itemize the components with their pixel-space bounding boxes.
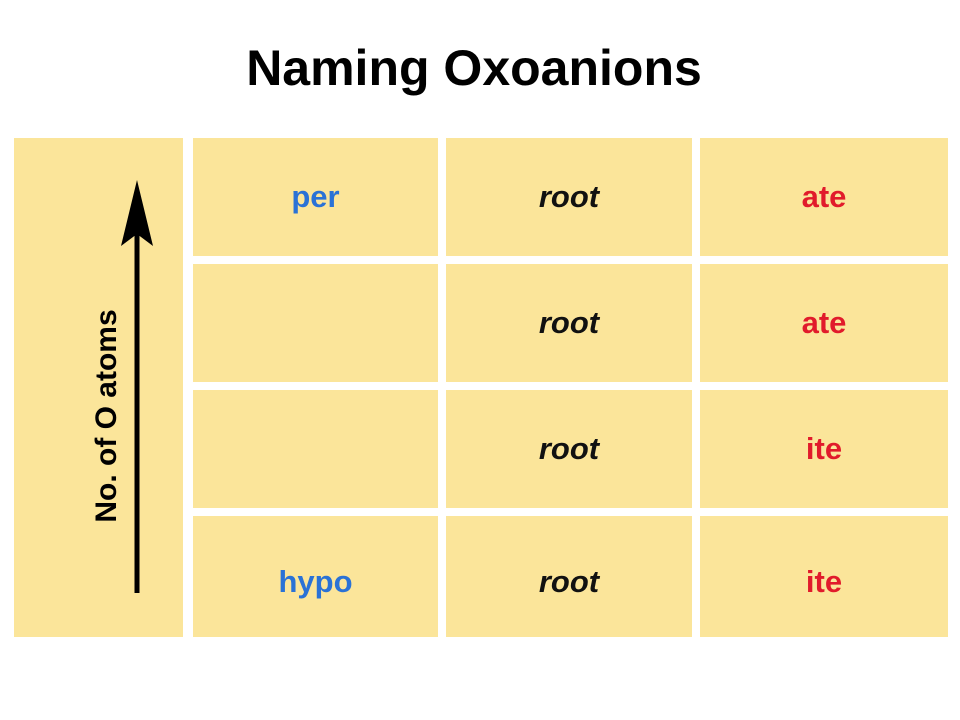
axis-panel: No. of O atoms (14, 138, 183, 637)
root-cell: root (446, 138, 692, 256)
diagram-title: Naming Oxoanions (246, 40, 702, 96)
up-arrow-head (121, 180, 153, 246)
axis-panel-background (14, 138, 183, 637)
prefix-cell (193, 264, 438, 382)
axis-label: No. of O atoms (90, 309, 123, 523)
prefix-cell: per (193, 138, 438, 256)
suffix-cell: ate (700, 138, 948, 256)
suffix-cell: ite (700, 516, 948, 637)
root-cell: root (446, 390, 692, 508)
axis-arrow-svg (14, 138, 183, 637)
suffix-cell: ite (700, 390, 948, 508)
root-cell: root (446, 264, 692, 382)
prefix-cell (193, 390, 438, 508)
suffix-cell: ate (700, 264, 948, 382)
root-cell: root (446, 516, 692, 637)
prefix-cell: hypo (193, 516, 438, 637)
